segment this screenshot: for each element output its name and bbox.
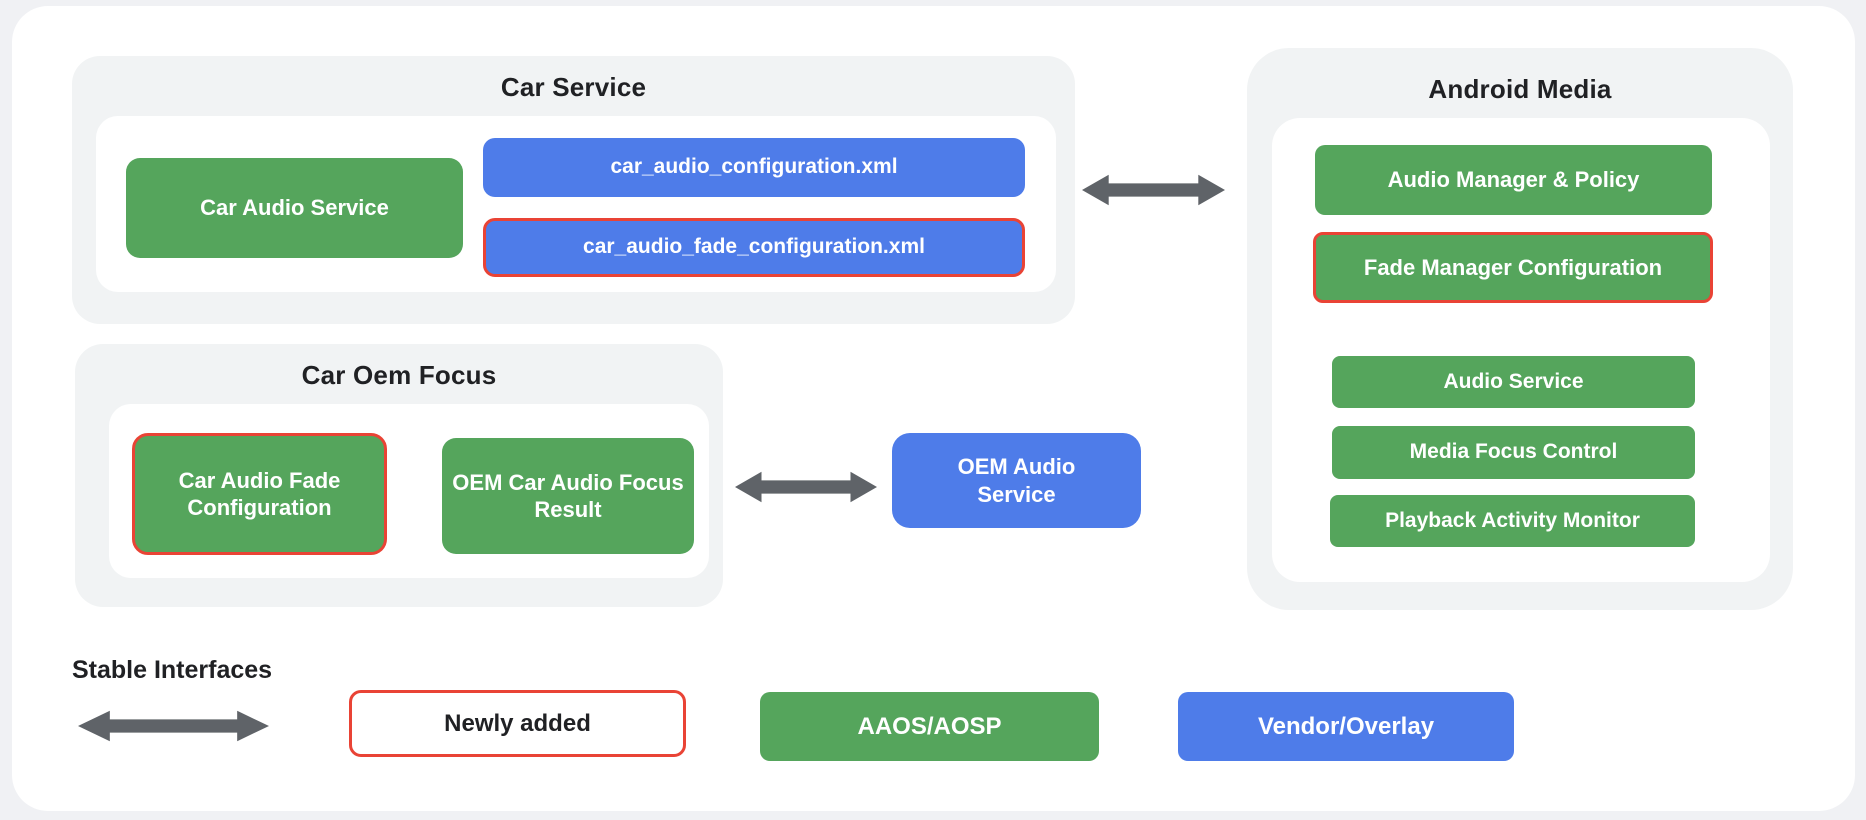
car-audio-fade-configuration-xml-node: car_audio_fade_configuration.xml (483, 218, 1025, 277)
audio-service-node: Audio Service (1332, 356, 1695, 408)
car-audio-configuration-xml-node: car_audio_configuration.xml (483, 138, 1025, 197)
diagram-canvas: Car Service Car Audio Service car_audio_… (12, 6, 1855, 811)
playback-activity-monitor-node: Playback Activity Monitor (1330, 495, 1695, 547)
fade-manager-configuration-node: Fade Manager Configuration (1313, 232, 1713, 303)
car-oem-focus-group: Car Oem Focus Car Audio Fade Configurati… (75, 344, 723, 607)
oem-car-audio-focus-result-node: OEM Car Audio Focus Result (442, 438, 694, 554)
car-service-group: Car Service Car Audio Service car_audio_… (72, 56, 1075, 324)
android-media-group: Android Media Audio Manager & Policy Fad… (1247, 48, 1793, 610)
media-focus-control-node: Media Focus Control (1332, 426, 1695, 479)
car-oem-focus-inner-panel: Car Audio Fade Configuration OEM Car Aud… (109, 404, 709, 578)
car-audio-service-node: Car Audio Service (126, 158, 463, 258)
legend-aaos-aosp: AAOS/AOSP (760, 692, 1099, 761)
bidirectional-arrow-icon (735, 468, 877, 506)
car-audio-fade-configuration-node: Car Audio Fade Configuration (132, 433, 387, 555)
android-media-inner-panel: Audio Manager & Policy Fade Manager Conf… (1272, 118, 1770, 582)
car-oem-focus-title: Car Oem Focus (301, 360, 497, 390)
car-service-inner-panel: Car Audio Service car_audio_configuratio… (96, 116, 1056, 292)
legend-newly-added: Newly added (349, 690, 686, 757)
car-service-title: Car Service (500, 72, 647, 102)
stable-interfaces-arrow-icon (78, 707, 269, 745)
legend-vendor-overlay: Vendor/Overlay (1178, 692, 1514, 761)
android-media-title: Android Media (1428, 74, 1612, 104)
stable-interfaces-label: Stable Interfaces (72, 656, 273, 684)
oem-audio-service-node: OEM Audio Service (892, 433, 1141, 528)
audio-manager-policy-node: Audio Manager & Policy (1315, 145, 1712, 215)
bidirectional-arrow-icon (1082, 171, 1225, 209)
